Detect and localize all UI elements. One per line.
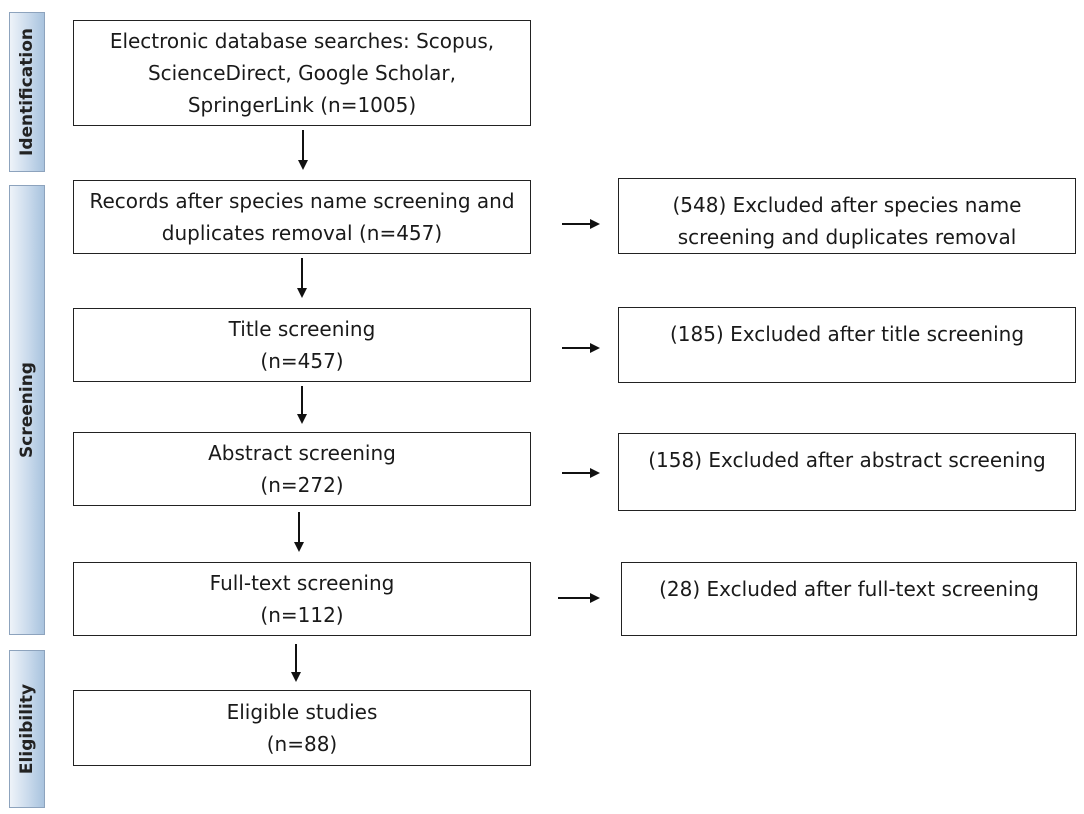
eligible-studies-line-2: (n=88): [266, 732, 338, 756]
excluded-species-line-1: (548) Excluded after species name: [672, 193, 1022, 217]
identification-line-2: ScienceDirect, Google Scholar,: [147, 61, 456, 85]
identification-box: Electronic database searches: Scopus, Sc…: [73, 20, 531, 126]
phase-eligibility: Eligibility: [9, 650, 45, 808]
records-line-1: Records after species name screening and: [89, 189, 515, 213]
eligible-studies-box: Eligible studies (n=88): [73, 690, 531, 766]
title-screening-line-2: (n=457): [260, 349, 344, 373]
title-screening-box: Title screening (n=457): [73, 308, 531, 382]
phase-identification: Identification: [9, 12, 45, 172]
excluded-title-box: (185) Excluded after title screening: [618, 307, 1076, 383]
excluded-fulltext-line: (28) Excluded after full-text screening: [659, 577, 1039, 601]
fulltext-screening-box: Full-text screening (n=112): [73, 562, 531, 636]
abstract-screening-line-2: (n=272): [260, 473, 344, 497]
records-line-2: duplicates removal (n=457): [161, 221, 443, 245]
fulltext-screening-line-2: (n=112): [260, 603, 344, 627]
excluded-abstract-box: (158) Excluded after abstract screening: [618, 433, 1076, 511]
excluded-abstract-line: (158) Excluded after abstract screening: [648, 448, 1046, 472]
identification-line-1: Electronic database searches: Scopus,: [109, 29, 495, 53]
phase-screening: Screening: [9, 185, 45, 635]
eligible-studies-line-1: Eligible studies: [226, 700, 378, 724]
abstract-screening-line-1: Abstract screening: [208, 441, 396, 465]
excluded-species-duplicates-box: (548) Excluded after species name screen…: [618, 178, 1076, 254]
excluded-species-line-2: screening and duplicates removal: [677, 225, 1017, 249]
excluded-fulltext-box: (28) Excluded after full-text screening: [621, 562, 1077, 636]
abstract-screening-box: Abstract screening (n=272): [73, 432, 531, 506]
excluded-title-line: (185) Excluded after title screening: [669, 322, 1025, 346]
records-after-screening-box: Records after species name screening and…: [73, 180, 531, 254]
title-screening-line-1: Title screening: [228, 317, 376, 341]
identification-line-3: SpringerLink (n=1005): [187, 93, 417, 117]
fulltext-screening-line-1: Full-text screening: [209, 571, 395, 595]
